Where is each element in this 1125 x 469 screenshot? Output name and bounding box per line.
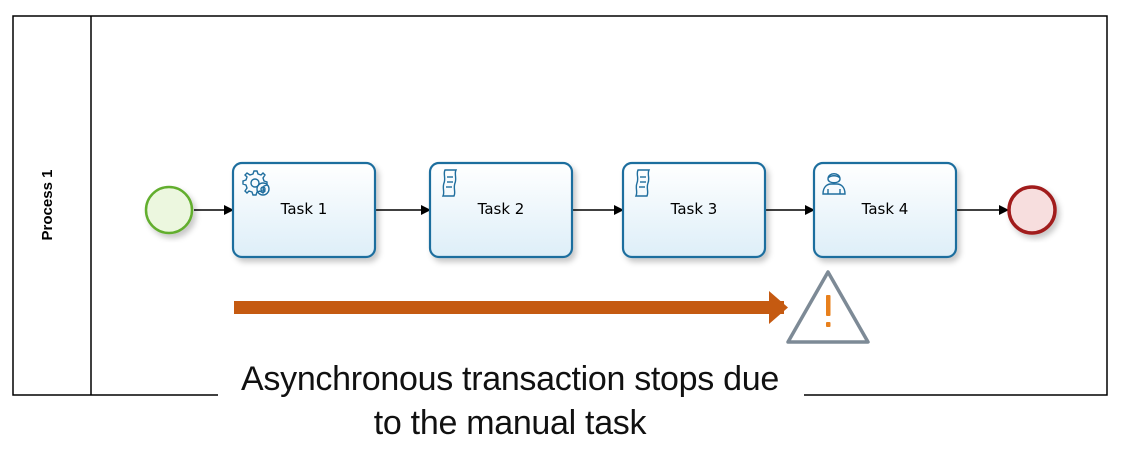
- task-3[interactable]: Task 3: [621, 161, 767, 259]
- start-event[interactable]: [144, 185, 194, 235]
- annotation-caption-line-1: Asynchronous transaction stops due: [241, 360, 779, 398]
- annotation-caption-line-2: to the manual task: [373, 404, 647, 442]
- warning-icon: [786, 270, 870, 344]
- pool-label: Process 1: [39, 170, 56, 241]
- task-label: Task 2: [477, 200, 525, 218]
- task-1[interactable]: Task 1: [231, 161, 377, 259]
- task-label: Task 3: [670, 200, 718, 218]
- task-label: Task 1: [280, 200, 328, 218]
- gear-icon: [242, 170, 270, 196]
- end-event[interactable]: [1007, 185, 1057, 235]
- caption-background: [218, 362, 804, 402]
- transaction-arrow: [234, 291, 788, 324]
- user-icon: [822, 173, 846, 195]
- task-4[interactable]: Task 4: [812, 161, 958, 259]
- task-2[interactable]: Task 2: [428, 161, 574, 259]
- script-icon: [441, 169, 458, 197]
- script-icon: [634, 169, 651, 197]
- task-label: Task 4: [861, 200, 909, 218]
